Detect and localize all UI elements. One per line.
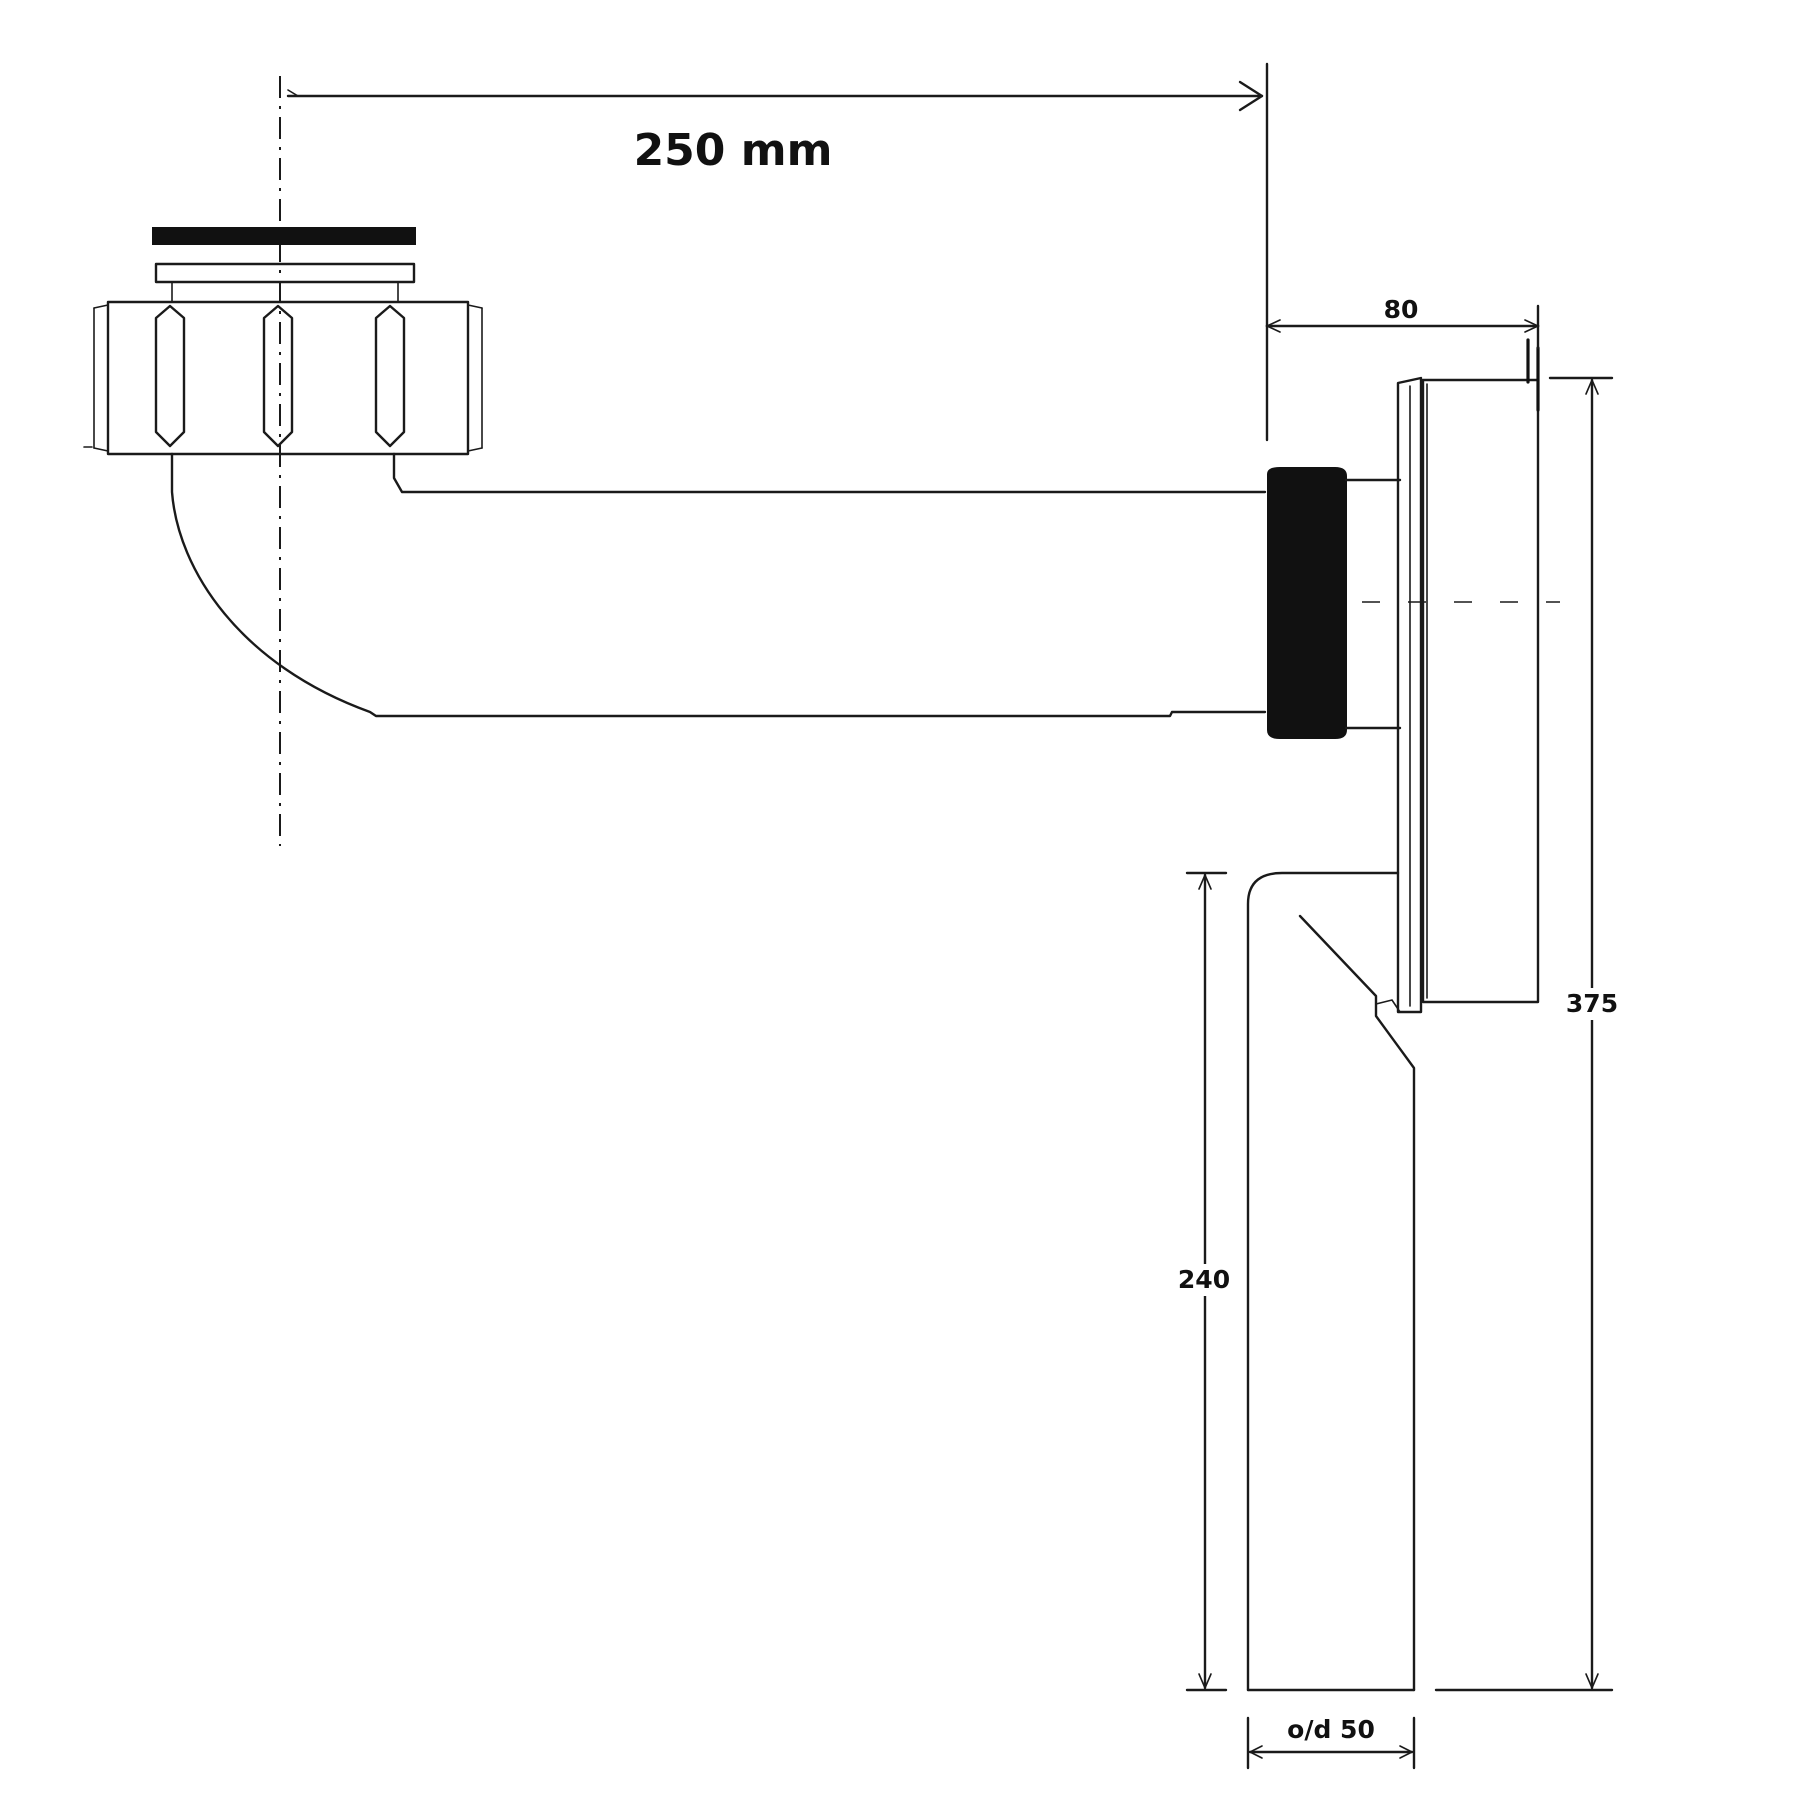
outlet-pipe <box>1246 871 1416 1692</box>
dim-250-label: 250 mm <box>634 125 833 176</box>
compression-nut <box>1267 467 1347 739</box>
nut-grip-slot <box>154 304 186 448</box>
dim-375: 375 <box>1434 376 1624 1692</box>
dim-240-label: 240 <box>1178 1265 1230 1294</box>
dim-od-50: o/d 50 <box>1246 1715 1416 1770</box>
dim-375-label: 375 <box>1566 989 1618 1018</box>
waste-flange <box>152 227 416 303</box>
dim-80: 80 <box>1265 295 1540 350</box>
pipe-connector-sleeve <box>1344 478 1402 730</box>
dim-240: 240 <box>1172 871 1238 1692</box>
dim-250-mm: 250 mm <box>286 62 1269 442</box>
dim-80-label: 80 <box>1384 295 1419 324</box>
nut-grip-slot <box>374 304 406 448</box>
nut-grip-slot <box>262 304 294 448</box>
union-nut <box>83 300 483 456</box>
dim-od-50-label: o/d 50 <box>1287 1715 1375 1744</box>
trap-body <box>1362 338 1560 1014</box>
horizontal-waste-pipe <box>170 452 1267 718</box>
